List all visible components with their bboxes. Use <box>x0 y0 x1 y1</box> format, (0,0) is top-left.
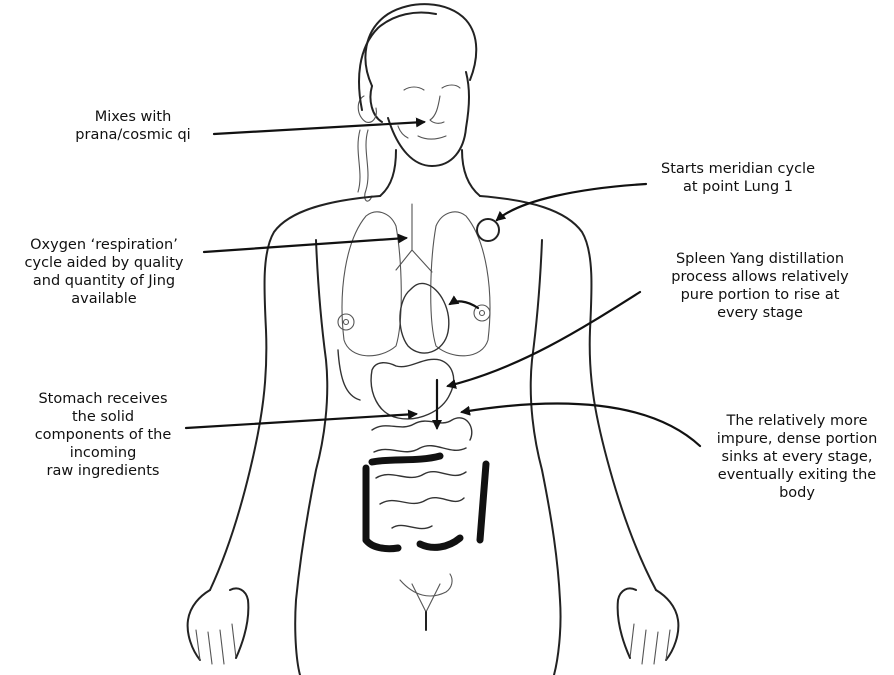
label-stomach: Stomach receives the solid components of… <box>14 390 192 480</box>
nipples <box>338 305 490 330</box>
left-hand <box>188 588 249 664</box>
pelvis <box>400 574 452 630</box>
heart <box>400 283 449 353</box>
label-impure: The relatively more impure, dense portio… <box>702 412 892 502</box>
lung1-point <box>477 219 499 241</box>
label-mixes: Mixes with prana/cosmic qi <box>58 108 208 144</box>
intestines <box>372 418 472 529</box>
lungs <box>342 204 490 356</box>
arrow-oxygen <box>204 238 406 252</box>
arrow-heart <box>450 301 478 308</box>
label-oxygen: Oxygen ‘respiration’ cycle aided by qual… <box>4 236 204 308</box>
label-starts: Starts meridian cycle at point Lung 1 <box>638 160 838 196</box>
label-spleen: Spleen Yang distillation process allows … <box>650 250 870 322</box>
arrow-impure <box>462 403 700 446</box>
hair <box>358 13 436 202</box>
right-hand <box>618 588 679 664</box>
head <box>358 4 476 166</box>
